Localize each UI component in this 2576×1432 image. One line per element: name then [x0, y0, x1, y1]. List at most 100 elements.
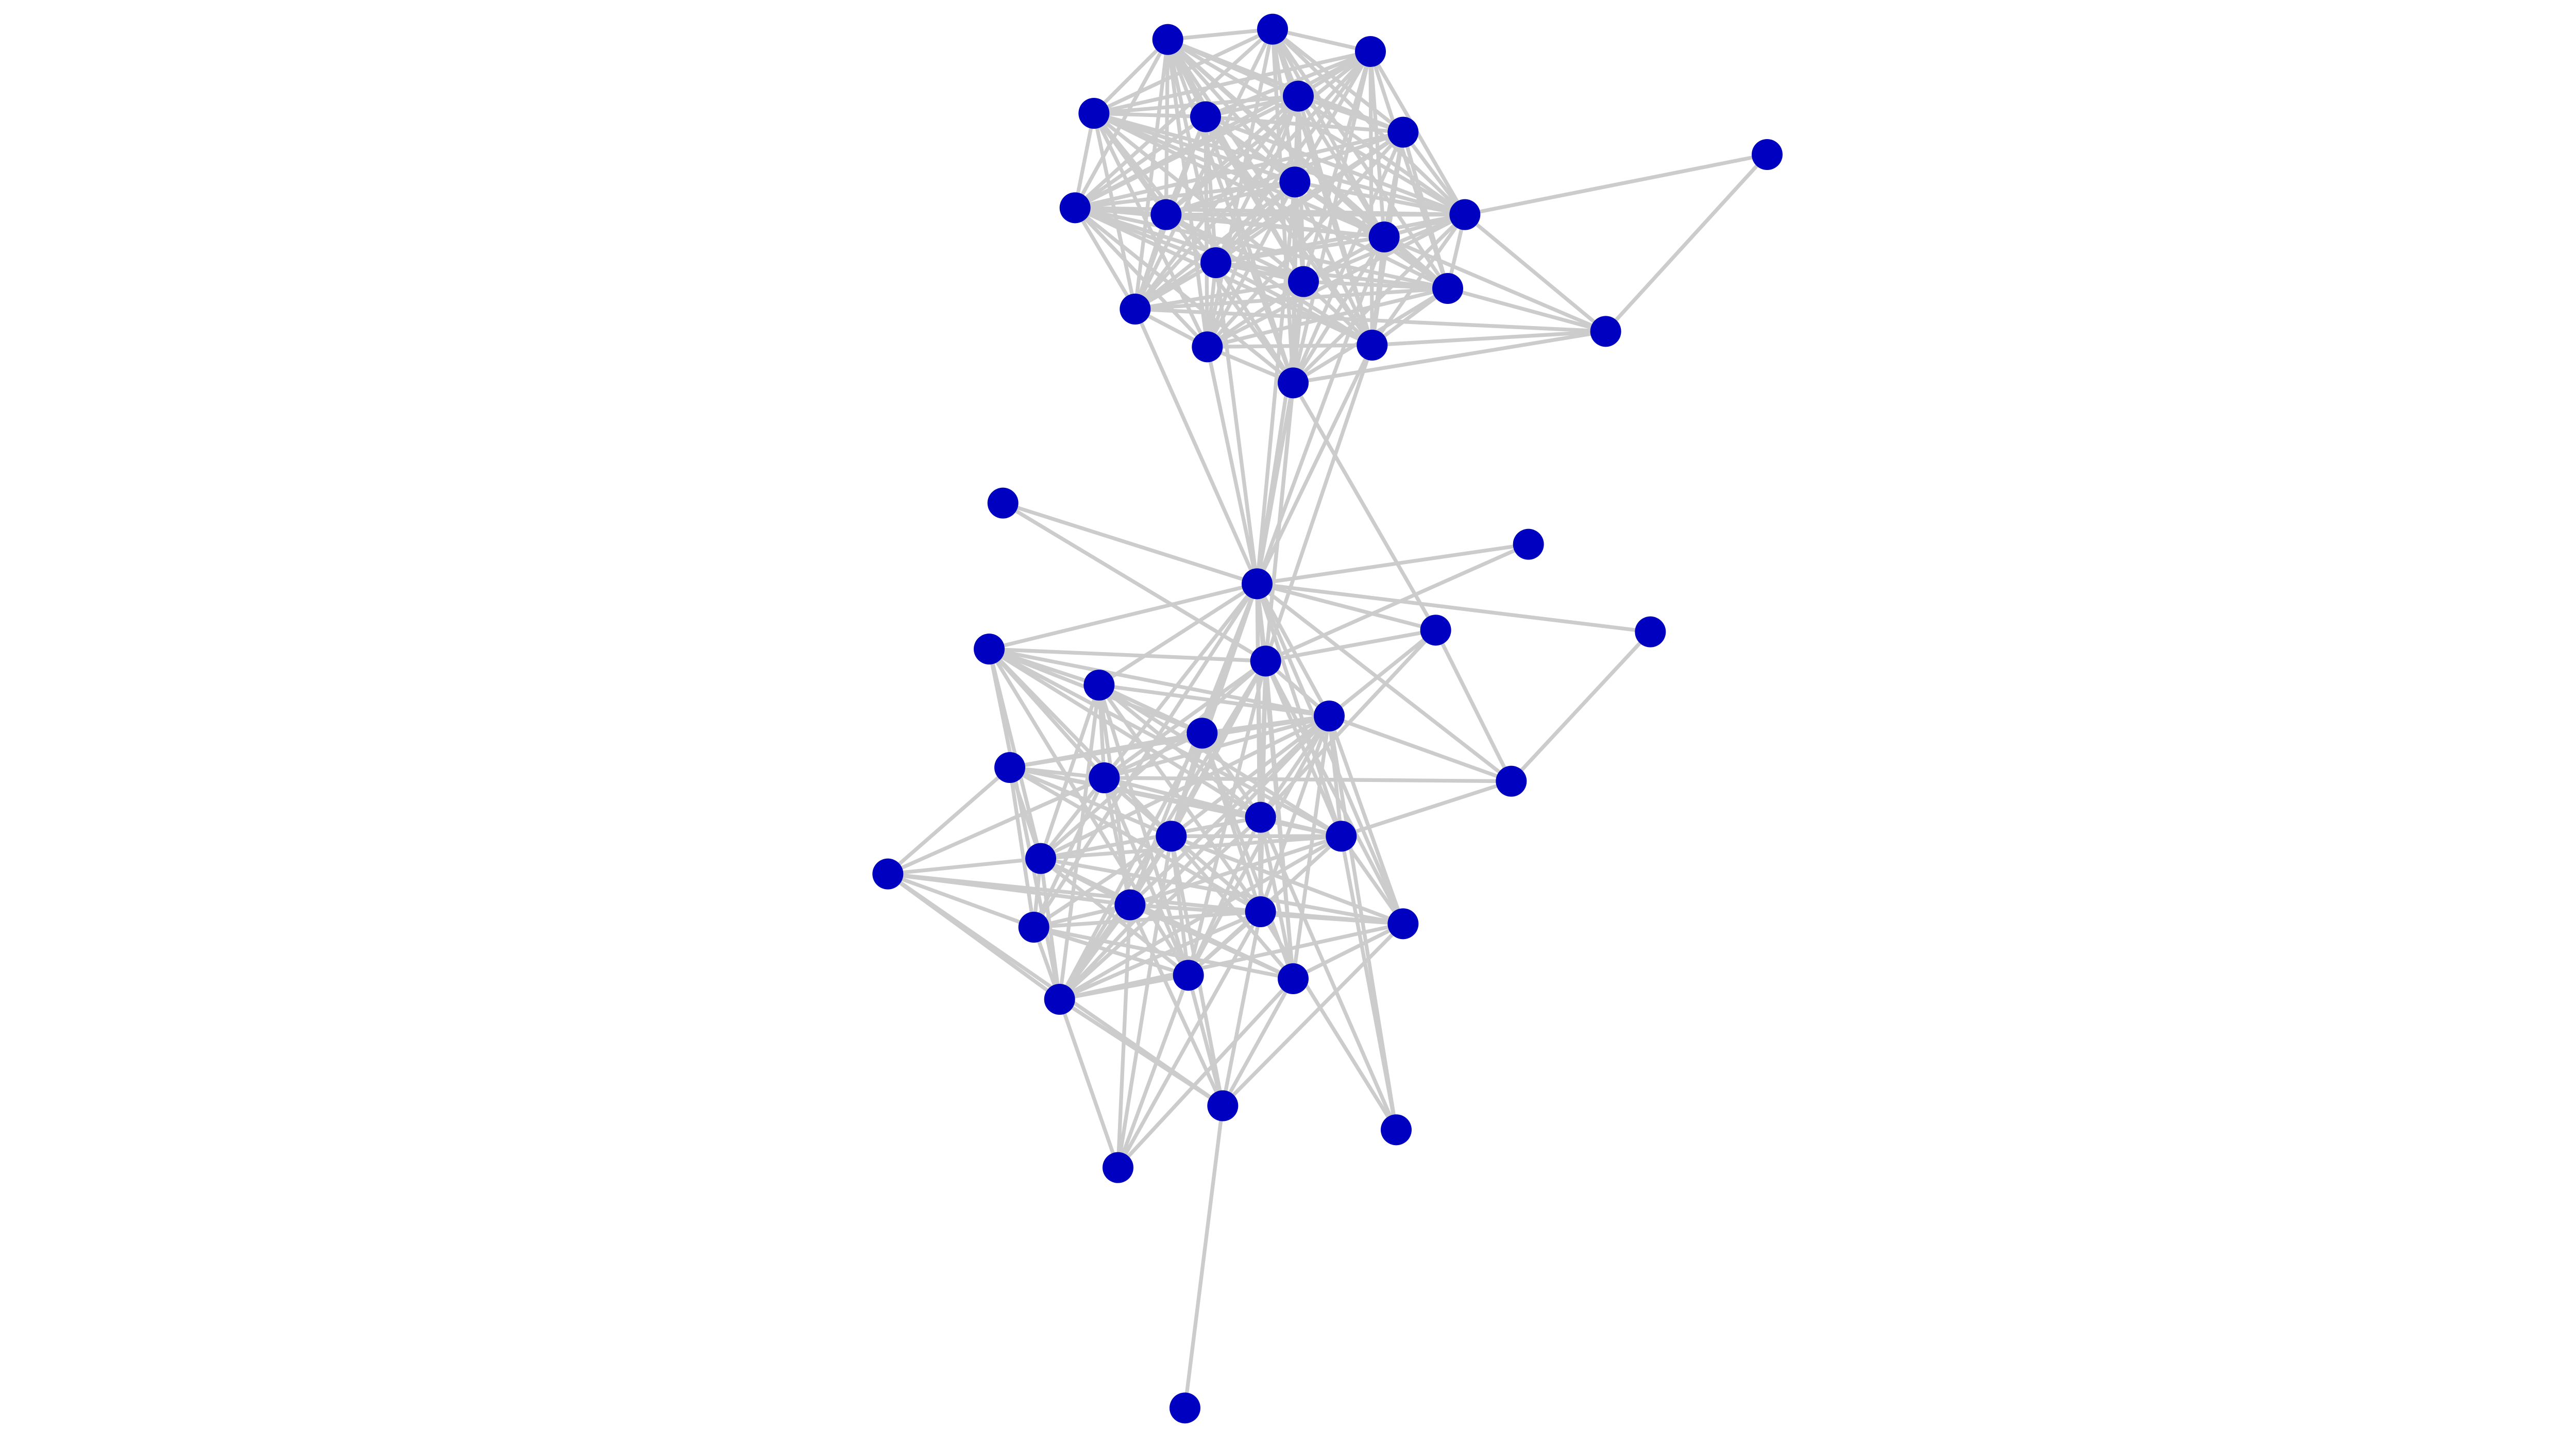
graph-edge [1214, 180, 1296, 264]
graph-edge [1002, 501, 1267, 663]
graph-edge [1255, 181, 1297, 584]
graph-edge [1058, 714, 1331, 1001]
graph-node [1278, 367, 1309, 399]
graph-node [1089, 762, 1120, 793]
graph-edge [1116, 911, 1262, 1169]
graph-edge [1215, 261, 1374, 347]
graph-node [872, 858, 904, 890]
graph-edge [1257, 542, 1529, 586]
graph-edge [1092, 112, 1295, 384]
graph-node [1432, 273, 1463, 304]
graph-edge [1259, 628, 1437, 819]
graph-node [1278, 963, 1309, 994]
graph-edge [1032, 583, 1259, 928]
graph-edge [1102, 777, 1132, 906]
graph-edge [887, 857, 1041, 876]
graph-edge [1221, 978, 1295, 1107]
graph-edge [1039, 583, 1259, 860]
graph-node [1242, 568, 1273, 600]
graph-edge [1259, 816, 1295, 979]
graph-edge [1009, 765, 1172, 838]
graph-edge [1116, 975, 1191, 1168]
graph-node [974, 634, 1005, 664]
graph-edge [1264, 281, 1306, 661]
graph-node [1496, 765, 1527, 797]
graph-node [1173, 960, 1204, 991]
graph-edge [1129, 834, 1342, 907]
graph-edge [1291, 51, 1372, 384]
graph-edge [1205, 346, 1259, 585]
graph-edge [1255, 281, 1306, 584]
graph-edge [1098, 683, 1203, 735]
graph-node [1387, 116, 1419, 148]
graph-edge [1092, 38, 1170, 115]
graph-edge [1260, 910, 1403, 926]
graph-edge [1205, 115, 1403, 134]
graph-node [1279, 166, 1311, 198]
graph-edge [1134, 180, 1296, 311]
graph-edge [1104, 776, 1261, 820]
graph-edge [1187, 660, 1268, 976]
graph-edge [1328, 628, 1437, 718]
graph-node [1326, 821, 1357, 852]
graph-node [1283, 80, 1314, 112]
graph-edge [1169, 732, 1204, 837]
graph-node [1059, 192, 1091, 224]
graph-node [1170, 1392, 1200, 1424]
graph-edge [1291, 236, 1386, 384]
graph-edge [1058, 998, 1120, 1168]
graph-edge [1165, 213, 1374, 347]
graph-edge [1264, 344, 1374, 662]
graph-edge [1103, 731, 1203, 780]
graph-node [987, 487, 1019, 519]
graph-edge [1040, 834, 1342, 861]
graph-edge [1165, 180, 1296, 217]
graph-edge [1104, 714, 1330, 780]
graph-node [1420, 615, 1451, 646]
graph-node [1590, 316, 1621, 347]
graph-node [1257, 13, 1288, 45]
graph-edge [1058, 685, 1101, 1000]
graph-edge [1098, 684, 1262, 819]
graph-edge [1368, 51, 1386, 237]
graph-edge [1075, 180, 1295, 210]
graph-edge [1040, 815, 1261, 861]
graph-edge [1221, 911, 1263, 1106]
graph-edge [1135, 286, 1448, 311]
graph-edge [1257, 582, 1436, 632]
graph-edge [1200, 732, 1262, 819]
graph-edge [1259, 714, 1331, 819]
graph-edge [1133, 214, 1168, 310]
graph-edge [1265, 542, 1530, 663]
graph-edge [1187, 910, 1262, 977]
graph-edge [989, 647, 1266, 663]
graph-edge [1074, 130, 1404, 210]
graph-edge [1133, 308, 1259, 585]
graph-edge [1059, 910, 1262, 1001]
graph-edge [1135, 307, 1606, 333]
graph-edge [1270, 28, 1386, 238]
graph-node [1114, 889, 1146, 920]
graph-edge [1327, 715, 1398, 1130]
graph-node [1752, 139, 1783, 170]
graph-edge [1116, 905, 1132, 1168]
graph-node [1044, 984, 1075, 1015]
graph-edge [1293, 329, 1606, 385]
graph-edge [1134, 130, 1404, 311]
graph-edge [1134, 261, 1217, 311]
graph-edge [1059, 973, 1189, 1001]
graph-node [1150, 199, 1182, 230]
graph-node [1083, 670, 1115, 701]
graph-node [1078, 98, 1110, 129]
graph-node [1250, 645, 1281, 677]
graph-edge [1510, 630, 1652, 783]
graph-node [1200, 247, 1231, 278]
graph-edge [1097, 684, 1191, 976]
graph-edge [1255, 583, 1405, 925]
graph-edge [1103, 659, 1267, 779]
graph-edge [1464, 152, 1768, 217]
graph-node [1103, 1152, 1133, 1183]
graph-edge [1297, 94, 1404, 134]
graph-node [1207, 1090, 1239, 1121]
graph-edge [1370, 236, 1386, 346]
